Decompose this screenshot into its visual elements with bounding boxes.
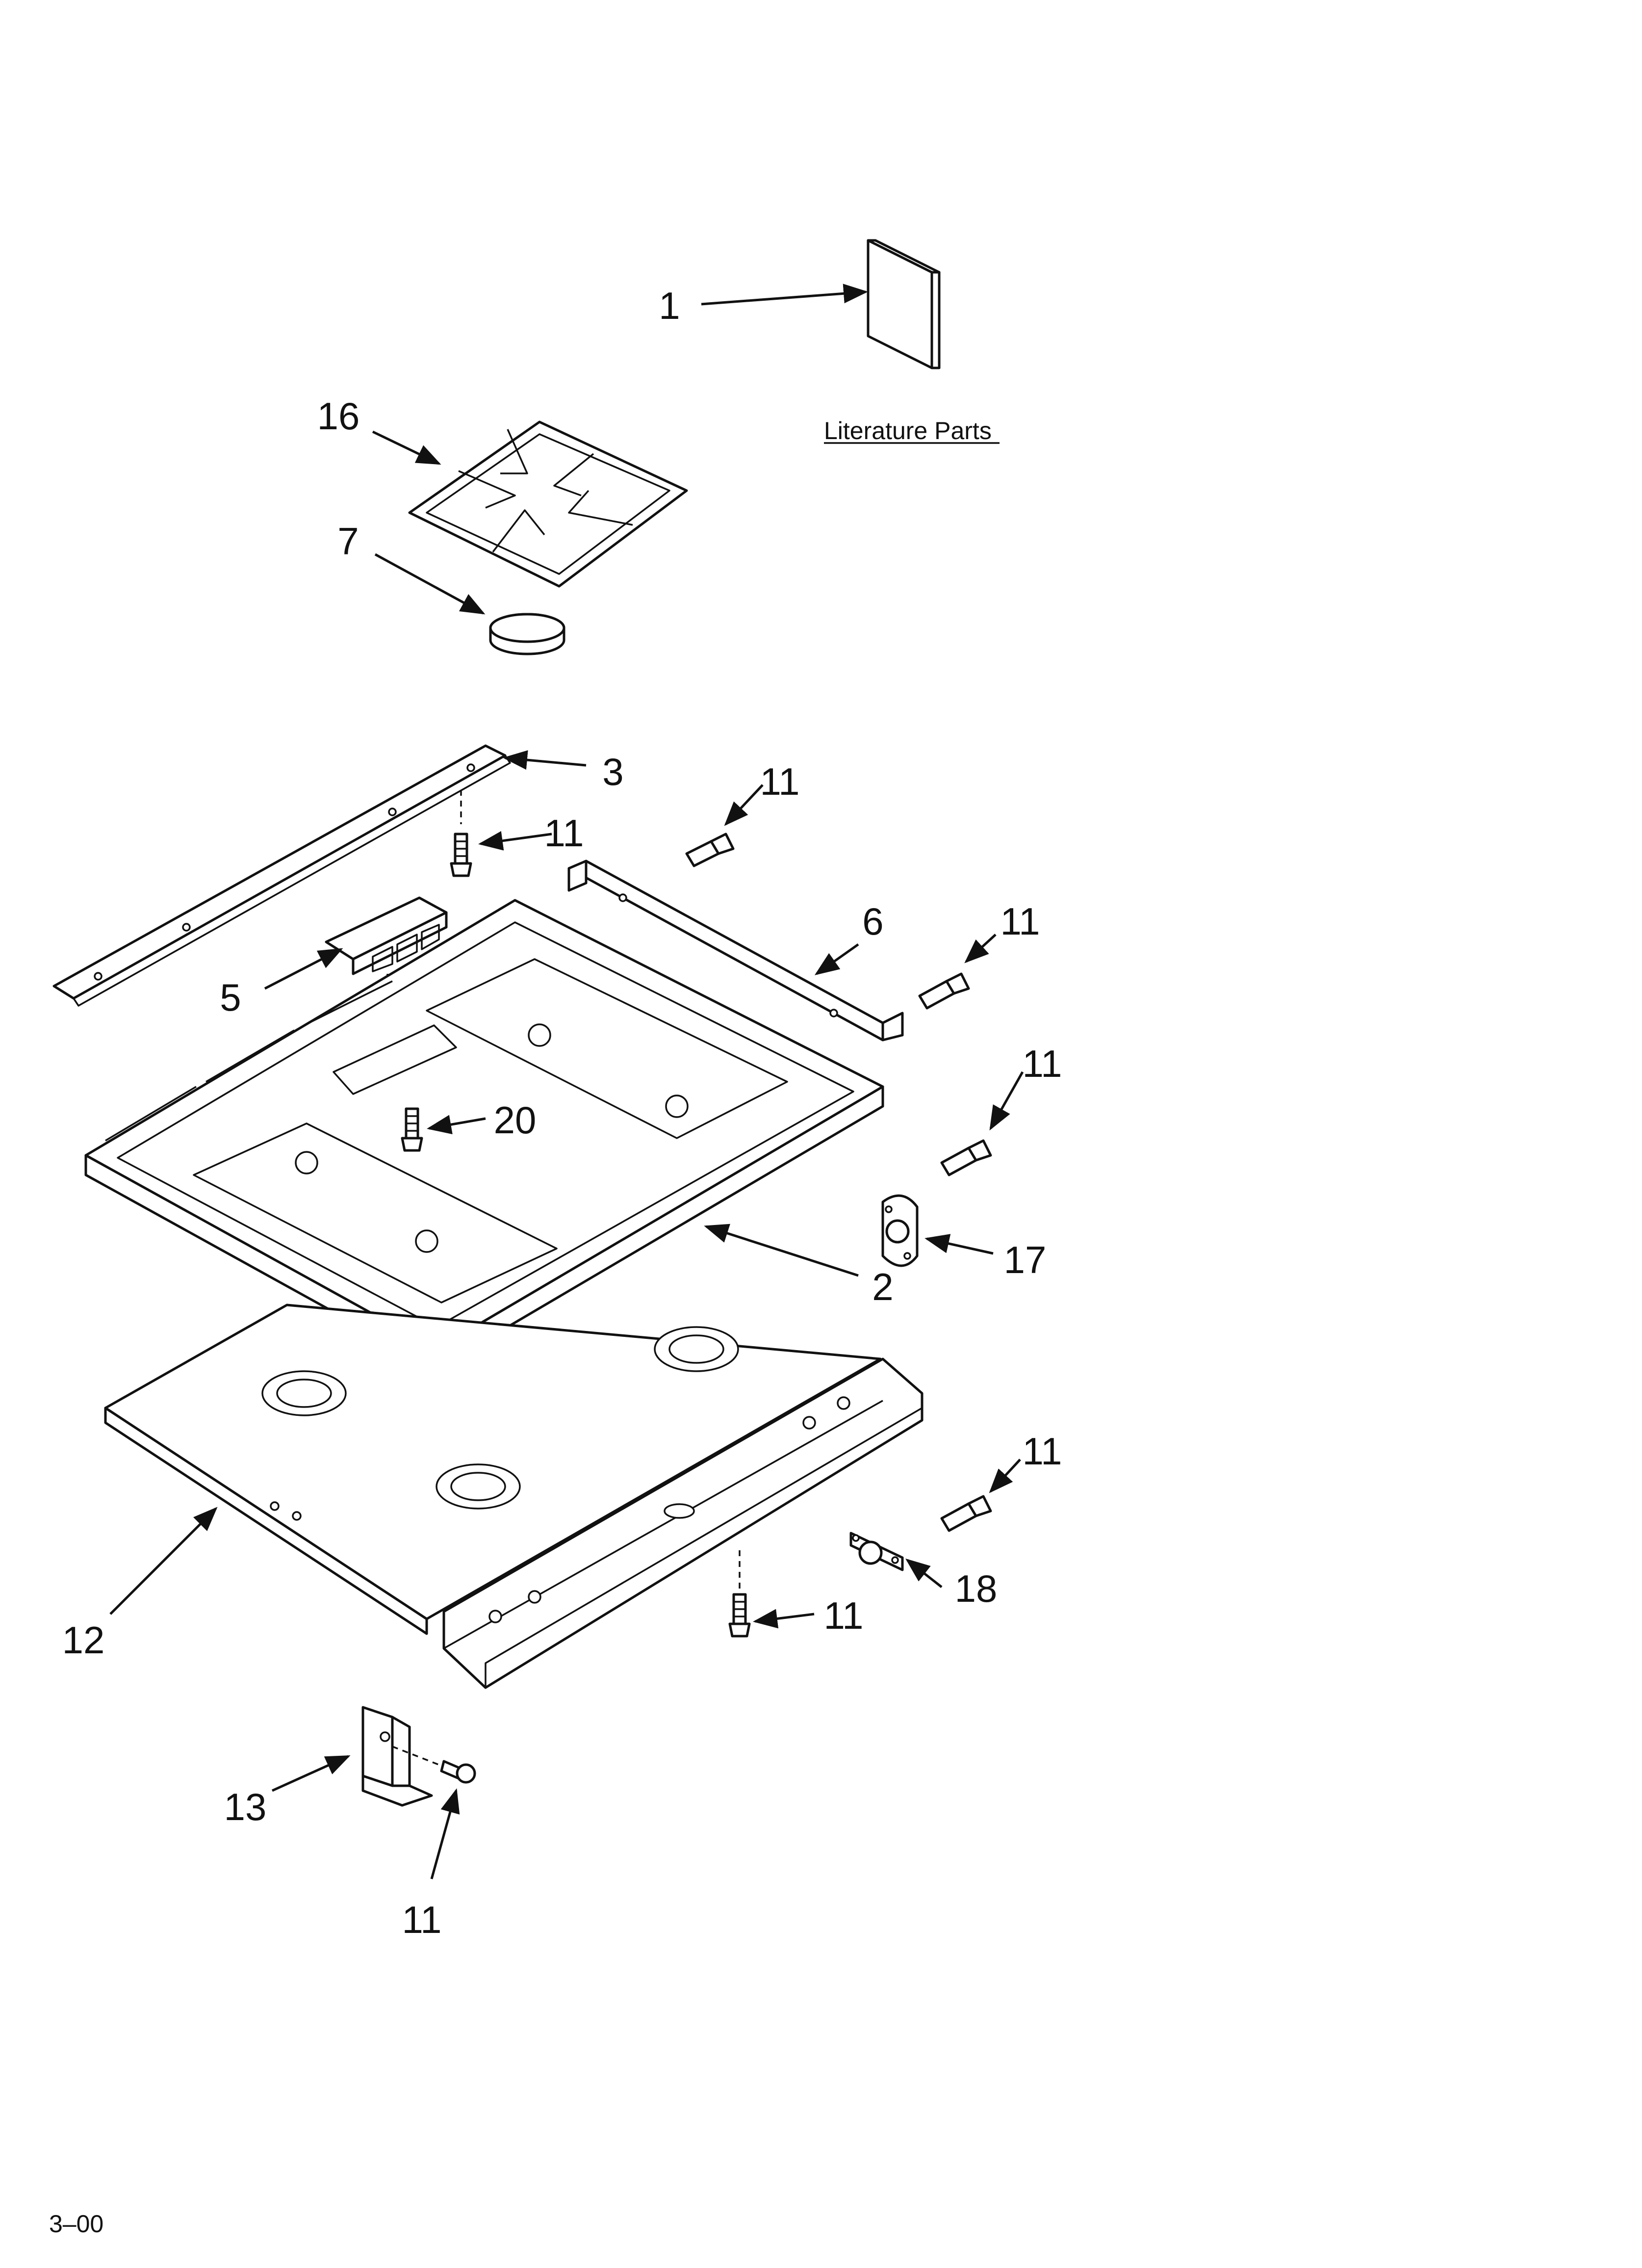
callout-12: 12 (62, 1618, 105, 1662)
screw-igniter (940, 1495, 992, 1532)
callout-1: 1 (659, 284, 680, 327)
screw-strip (450, 833, 472, 877)
callout-16: 16 (317, 394, 360, 438)
callout-3: 3 (602, 750, 623, 793)
burner-cap (489, 613, 565, 655)
oven-vent (325, 896, 448, 975)
revision-code: 3–00 (49, 2210, 103, 2238)
callout-11-base: 11 (824, 1594, 864, 1637)
thermostat (881, 1194, 919, 1267)
callout-17: 17 (1004, 1238, 1047, 1281)
callout-11-bottom: 11 (402, 1898, 442, 1941)
callout-2: 2 (872, 1265, 893, 1308)
mounting-bracket (361, 1706, 433, 1807)
leader-arrows (109, 284, 1024, 1879)
literature-parts-label: Literature Parts (824, 417, 992, 444)
callout-11-thermostat: 11 (1023, 1042, 1062, 1085)
igniter-switch (849, 1532, 904, 1571)
callout-20: 20 (494, 1098, 537, 1142)
callout-13: 13 (224, 1785, 267, 1828)
rear-bracket (567, 860, 904, 1042)
callout-11-strip: 11 (544, 811, 584, 855)
callout-7: 7 (337, 520, 359, 563)
burner-base-pan (104, 1303, 924, 1689)
screw-bracket (440, 1760, 476, 1784)
callout-6: 6 (862, 900, 883, 943)
screw-bracket-rear (685, 833, 735, 867)
burner-grate (408, 420, 688, 588)
callout-11-bracket: 11 (760, 760, 800, 803)
callout-11-igniter: 11 (1023, 1430, 1062, 1473)
screw-thermostat (940, 1139, 992, 1176)
screw-base (728, 1593, 751, 1638)
literature-booklet (867, 239, 941, 369)
screw-vent (401, 1107, 423, 1152)
callout-11-side: 11 (1001, 900, 1040, 943)
callout-5: 5 (220, 976, 241, 1019)
callout-18: 18 (955, 1567, 998, 1610)
screw-side-right (918, 972, 970, 1010)
